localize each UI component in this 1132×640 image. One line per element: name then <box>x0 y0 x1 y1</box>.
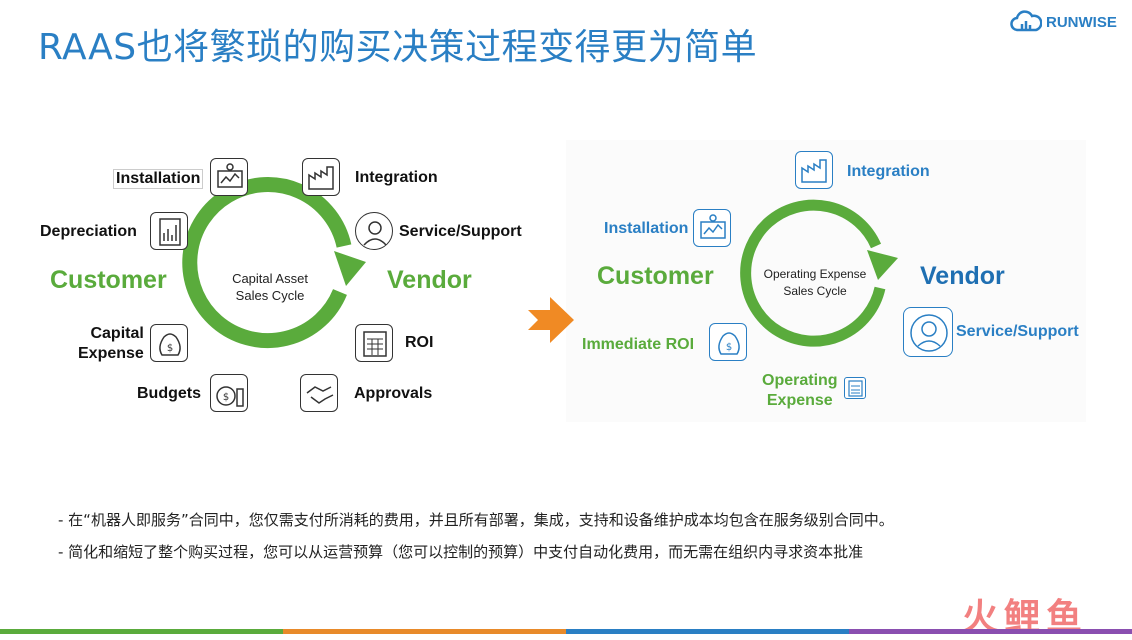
roi-label: ROI <box>405 334 434 351</box>
right-installation-icon <box>693 209 731 247</box>
right-integration-icon <box>795 151 833 189</box>
approvals-label: Approvals <box>354 385 433 402</box>
operating-expense-label: Operating Expense <box>762 371 838 411</box>
page-title: RAAS也将繁琐的购买决策过程变得更为简单 <box>38 27 758 68</box>
money-bag-icon: $ <box>150 324 188 362</box>
capital-cycle-label: Capital Asset Sales Cycle <box>210 270 330 304</box>
bullet-item-2: - 简化和缩短了整个购买过程，您可以从运营预算（您可以控制的预算）中支付自动化费… <box>58 543 864 561</box>
operating-expense-line1: Operating <box>762 372 838 389</box>
runwise-logo: RUNWISE <box>1010 10 1117 34</box>
operating-cycle-label: Operating Expense Sales Cycle <box>752 266 878 300</box>
depreciation-icon <box>150 212 188 250</box>
cloud-logo-icon <box>1010 10 1042 32</box>
depreciation-label: Depreciation <box>40 223 137 240</box>
operating-cycle-label-line1: Operating Expense <box>763 267 867 281</box>
logo-text: RUNWISE <box>1046 13 1117 31</box>
svg-text:$: $ <box>223 392 229 403</box>
bullet-list: - 在“机器人即服务”合同中，您仅需支付所消耗的费用，并且所有部署，集成，支持和… <box>58 504 894 568</box>
operating-expense-line2: Expense <box>766 392 833 409</box>
budgets-label: Budgets <box>137 385 201 402</box>
left-customer-label: Customer <box>50 266 167 294</box>
capital-cycle-label-line2: Sales Cycle <box>235 288 305 303</box>
immediate-roi-label: Immediate ROI <box>582 336 695 353</box>
installation-icon <box>210 158 248 196</box>
right-customer-label: Customer <box>597 262 714 290</box>
left-vendor-label: Vendor <box>387 266 472 294</box>
footer-color-bar <box>0 629 1132 634</box>
capital-expense-label: Capital Expense <box>78 324 144 364</box>
capital-cycle-label-line1: Capital Asset <box>232 271 308 286</box>
operating-cycle-label-line2: Sales Cycle <box>783 284 847 298</box>
right-service-support-label: Service/Support <box>956 323 1079 340</box>
right-service-support-icon <box>903 307 953 357</box>
svg-text:$: $ <box>726 342 732 353</box>
integration-icon <box>302 158 340 196</box>
transition-arrow-icon <box>528 297 574 343</box>
svg-text:$: $ <box>167 343 173 354</box>
service-support-icon <box>355 212 393 250</box>
service-support-label: Service/Support <box>399 223 522 240</box>
right-money-bag-icon: $ <box>709 323 747 361</box>
calculator-icon <box>355 324 393 362</box>
handshake-icon <box>300 374 338 412</box>
right-integration-label: Integration <box>847 163 930 180</box>
bullet-item-1: - 在“机器人即服务”合同中，您仅需支付所消耗的费用，并且所有部署，集成，支持和… <box>58 511 894 529</box>
installation-label: Installation <box>113 169 204 189</box>
operating-calculator-icon <box>844 377 866 399</box>
capital-expense-line2: Expense <box>78 345 144 362</box>
budget-coins-icon: $ <box>210 374 248 412</box>
right-vendor-label: Vendor <box>920 262 1005 290</box>
right-installation-label: Installation <box>604 220 689 237</box>
integration-label: Integration <box>355 169 438 186</box>
capital-expense-line1: Capital <box>90 325 144 342</box>
